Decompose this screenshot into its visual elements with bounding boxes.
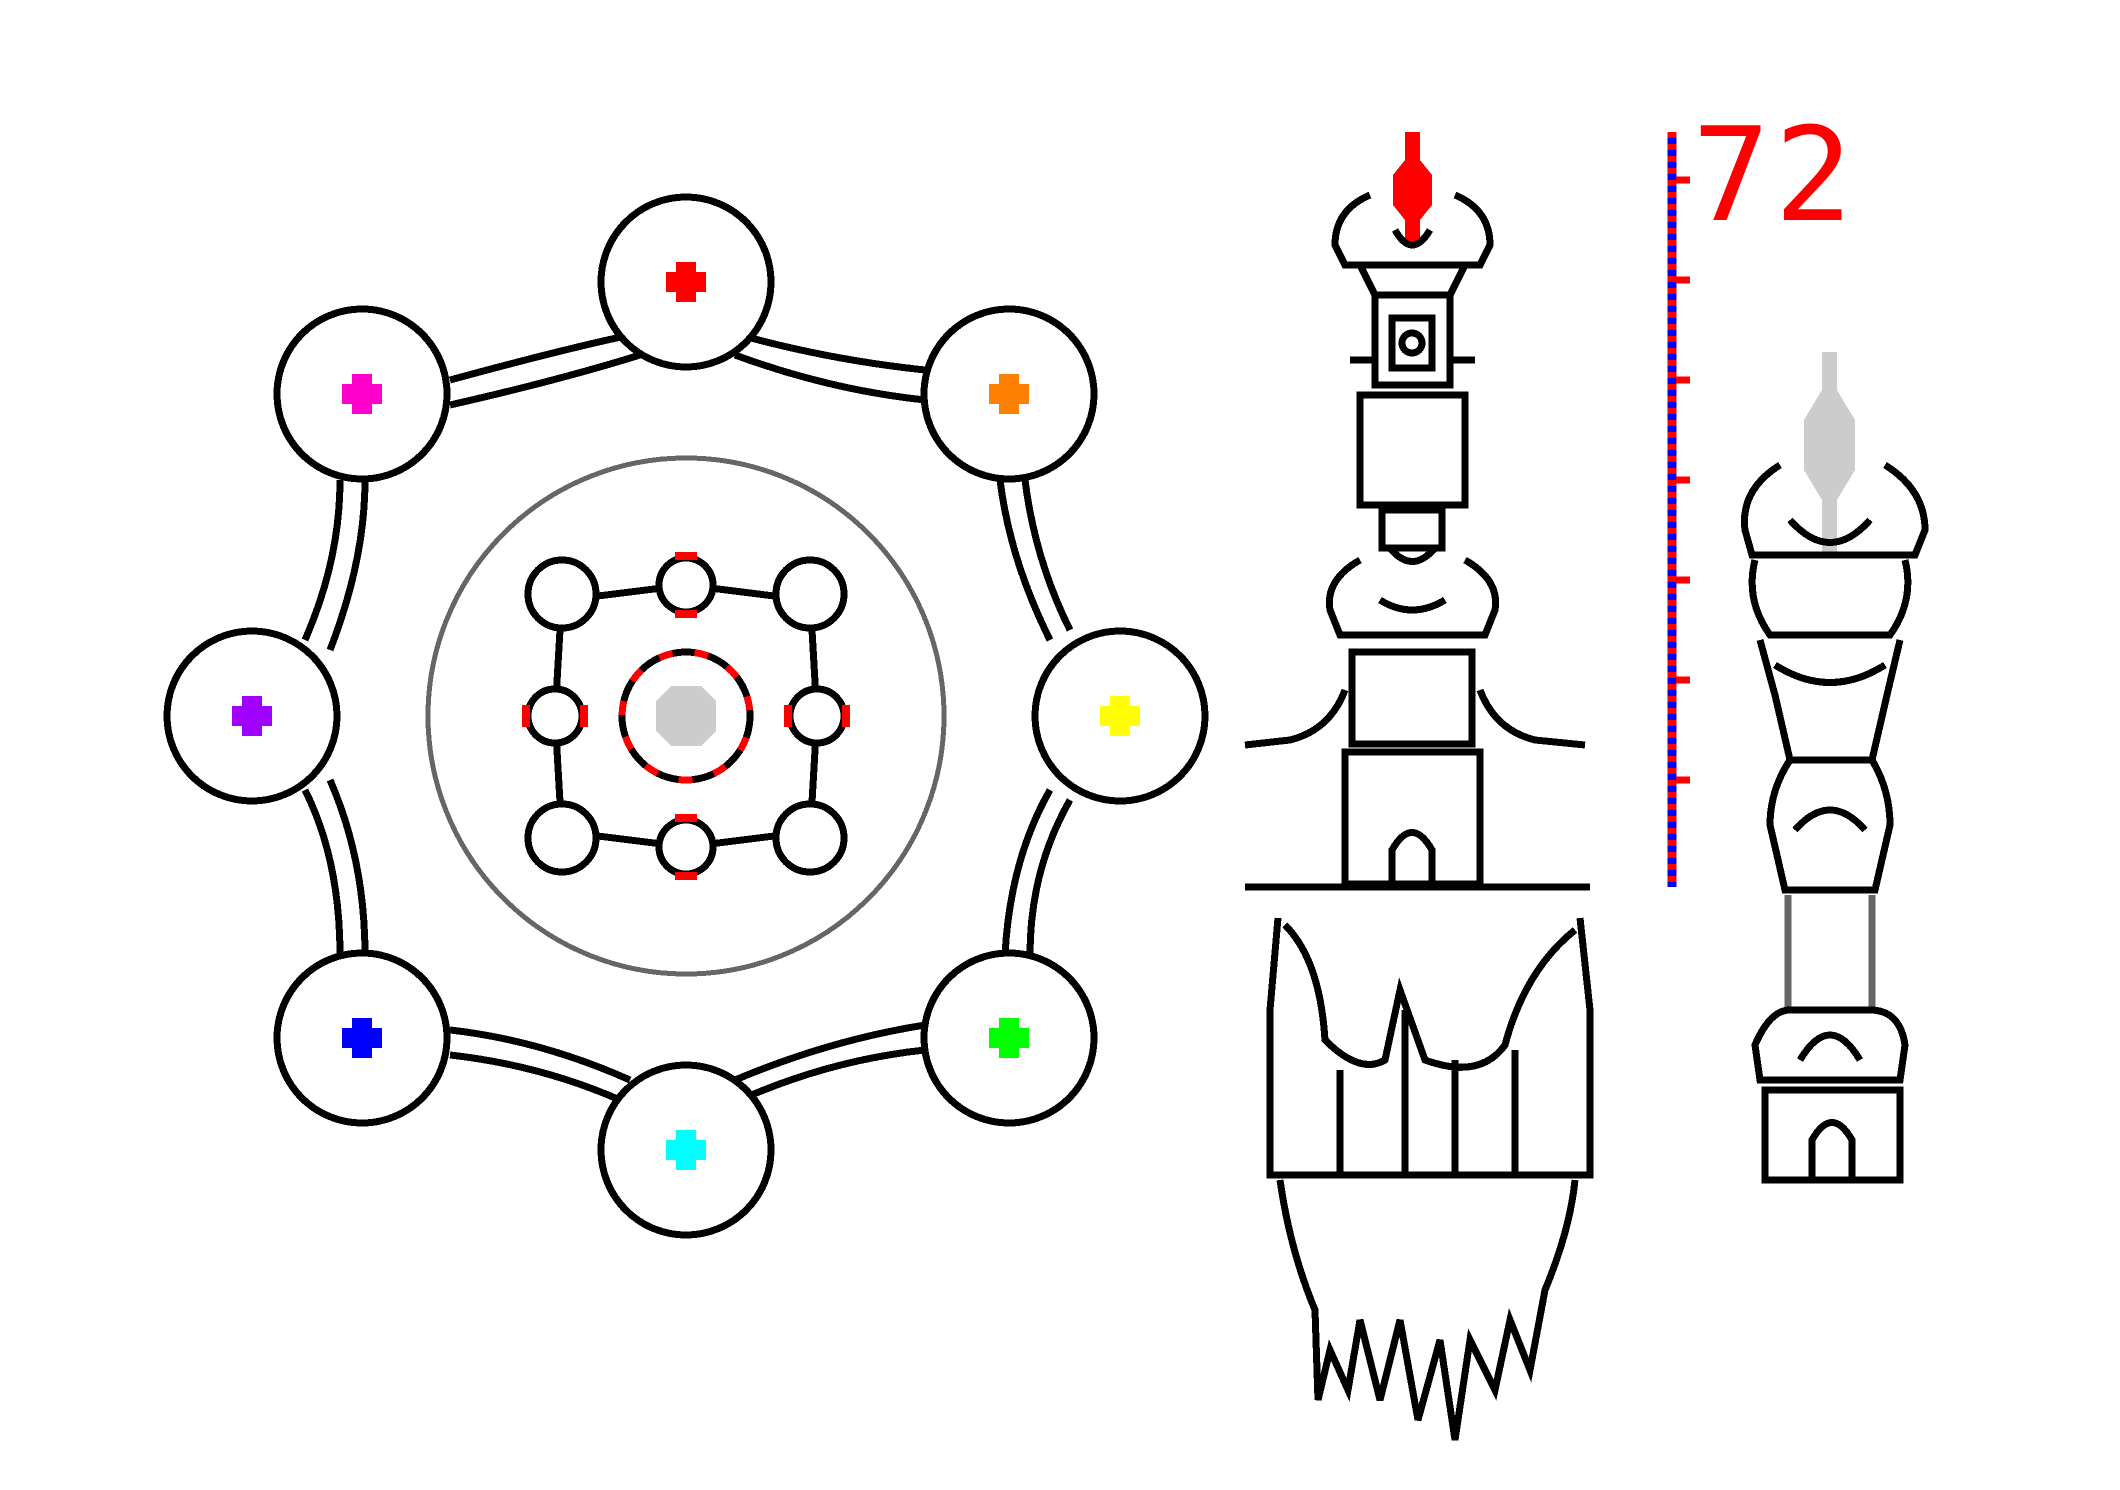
tower-neck	[1378, 506, 1446, 552]
cross-gem-icon	[342, 1018, 382, 1058]
score-counter: 72	[1692, 99, 1857, 251]
inner-node	[524, 556, 600, 632]
small-tower-base-icon	[1751, 1006, 1909, 1184]
cross-gem-icon	[1100, 696, 1140, 736]
inner-node	[772, 800, 848, 876]
center-chamber-marks	[618, 648, 754, 784]
cross-gem-icon	[989, 374, 1029, 414]
ring-machine	[163, 193, 1209, 1239]
tower-porthole	[1398, 329, 1426, 357]
rocket-thruster-icon	[1266, 917, 1594, 1179]
inner-node	[524, 800, 600, 876]
cross-gem-icon	[342, 374, 382, 414]
cross-gem-icon	[666, 262, 706, 302]
cross-gem-icon	[666, 1130, 706, 1170]
ring-gems	[232, 262, 1140, 1170]
inner-socket	[524, 685, 586, 747]
tower-shoulders-icon	[1325, 556, 1500, 639]
tower-base-block	[1341, 748, 1484, 888]
small-tower-base-block	[1761, 1086, 1904, 1184]
spire-tip-gray-icon	[1804, 352, 1855, 555]
inner-mechanism	[522, 552, 850, 880]
progress-meter-icon	[1667, 132, 1690, 887]
tower-mid-block	[1348, 648, 1476, 748]
inner-socket	[655, 816, 717, 878]
spire-tip-red-icon	[1393, 132, 1432, 245]
cross-gem-icon	[232, 696, 272, 736]
inner-gray-ring	[425, 455, 947, 977]
socket-red-marks	[522, 552, 850, 880]
ring-nodes	[163, 193, 1209, 1239]
small-tower	[1740, 352, 1929, 1184]
small-tower-body-icon	[1756, 639, 1904, 894]
inner-socket	[786, 685, 848, 747]
launch-tower	[1244, 132, 1594, 1441]
center-gem-icon	[656, 686, 716, 746]
ring-rails	[301, 331, 1074, 1104]
cross-gem-icon	[989, 1018, 1029, 1058]
inner-socket	[655, 554, 717, 616]
small-tower-crown-icon	[1740, 462, 1929, 639]
tower-body-block	[1356, 391, 1469, 509]
inner-node	[772, 556, 848, 632]
rocket-flame-icon	[1276, 1179, 1579, 1441]
